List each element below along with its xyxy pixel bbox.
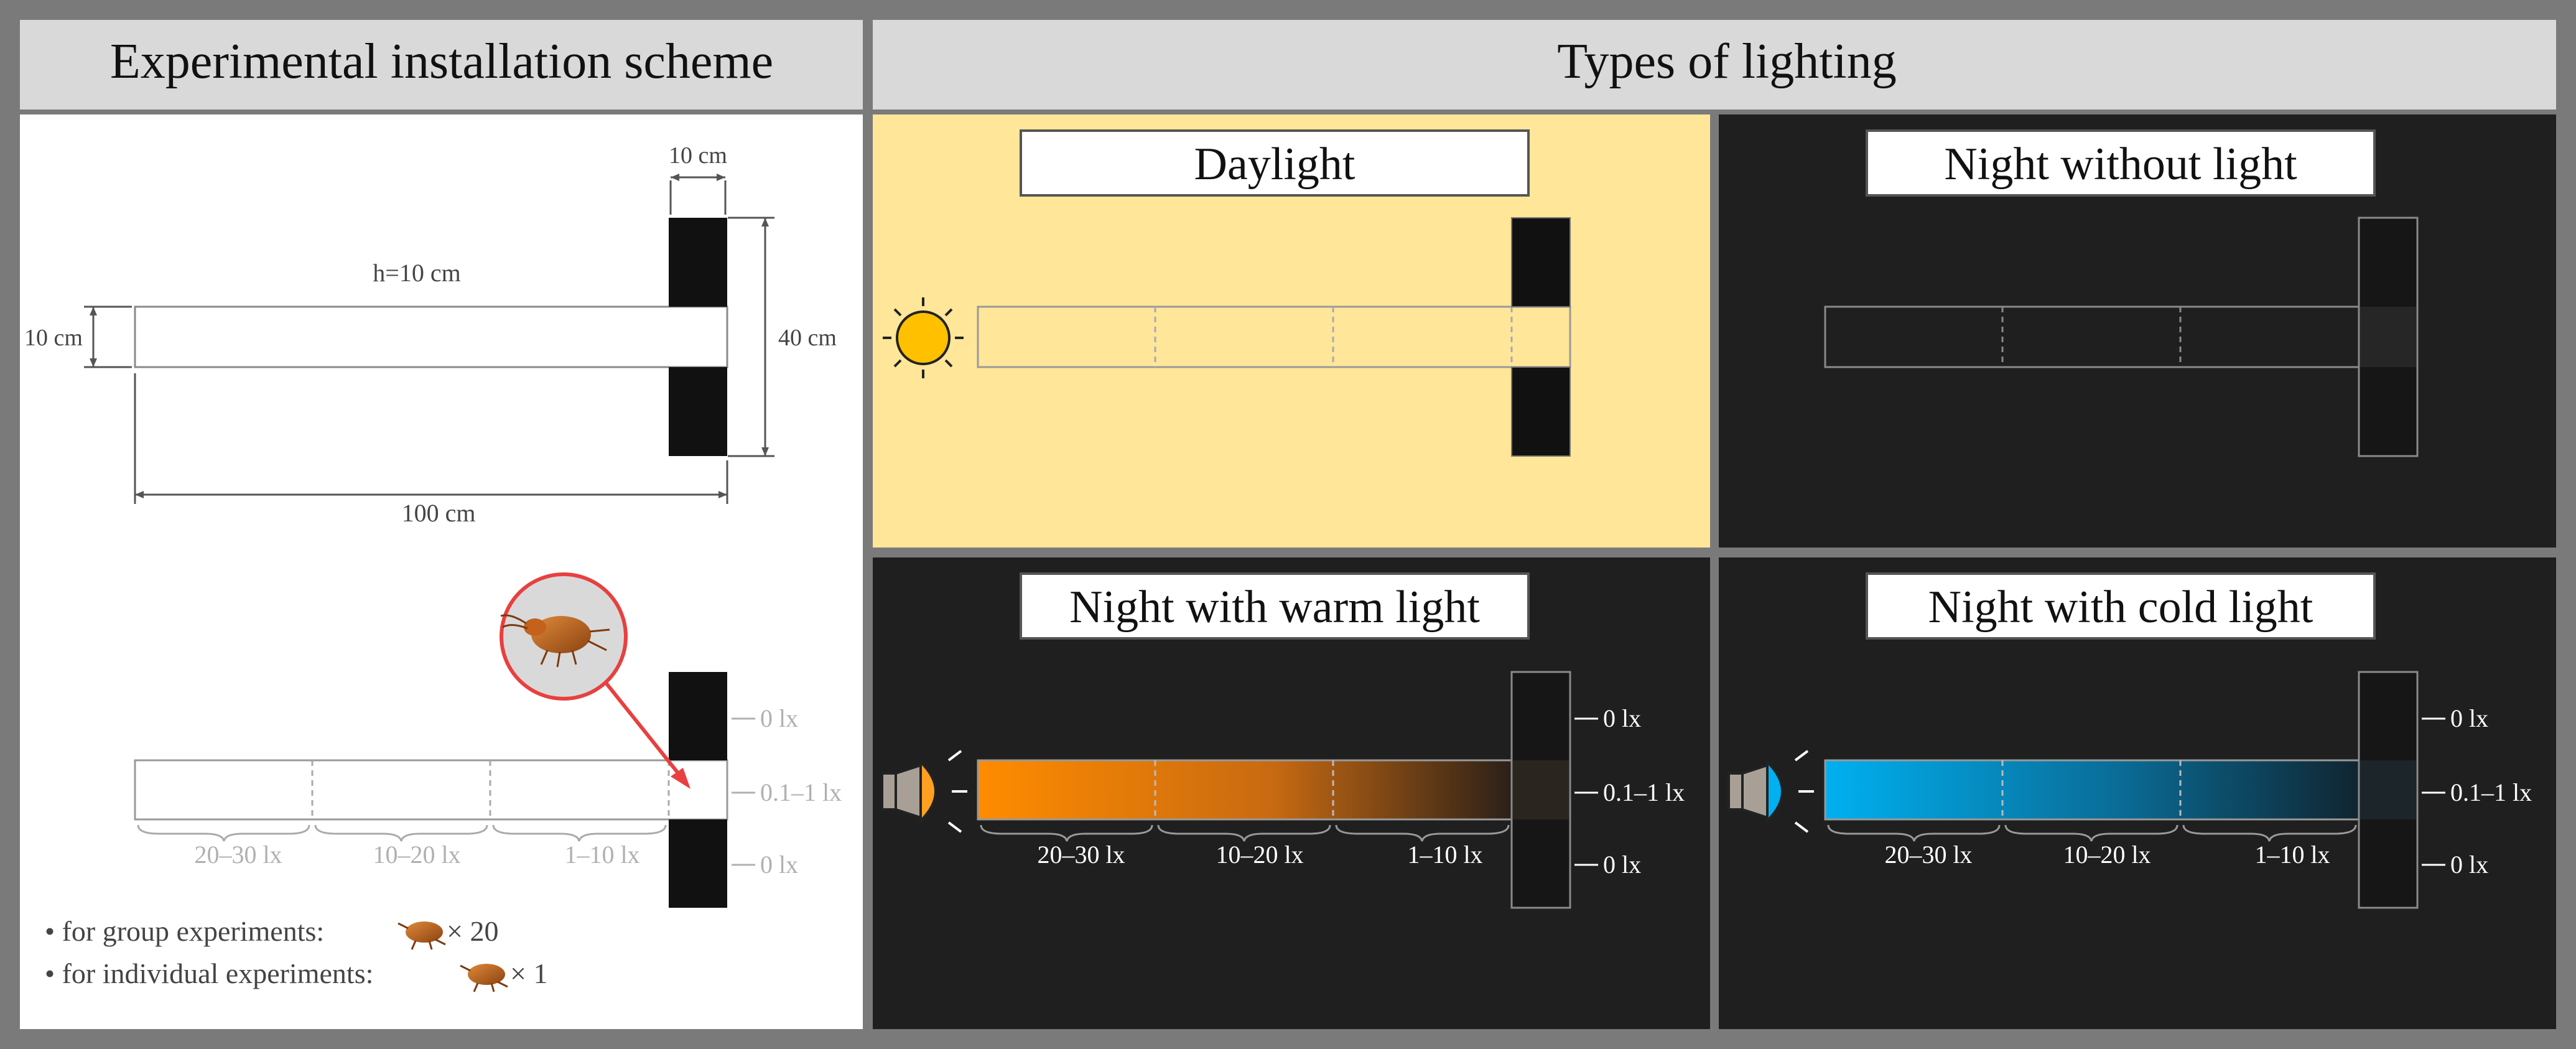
night-cold-diagram: Night with cold light 20–30 lx 10–20 lx … xyxy=(1727,572,2532,909)
warm-lamp-icon xyxy=(881,750,967,833)
warm-gradient-arm xyxy=(978,760,1512,819)
cold-cap-label-1: 0 lx xyxy=(2450,704,2488,732)
night-no-light-title: Night without light xyxy=(1944,139,2297,190)
note-group-multiplier: × 20 xyxy=(447,915,498,947)
dim-cap-length-label: 40 cm xyxy=(778,325,837,351)
cold-cap-label-2: 0.1–1 lx xyxy=(2450,778,2532,806)
cold-cap-label-3: 0 lx xyxy=(2450,851,2488,879)
night-no-light-arm xyxy=(1824,305,2419,368)
night-warm-title: Night with warm light xyxy=(1069,582,1480,633)
scheme-zones-diagram: 20–30 lx 10–20 lx 1–10 lx 0 lx 0.1–1 lx … xyxy=(45,572,842,992)
cap-label-1: 0 lx xyxy=(760,704,798,732)
header-right xyxy=(873,20,2556,110)
zone-label-1: 20–30 lx xyxy=(194,841,282,869)
amphipod-image xyxy=(500,614,610,668)
dimension-arrows xyxy=(90,174,769,498)
cap-tick-marks xyxy=(732,717,755,866)
zones-arm xyxy=(134,759,728,821)
callout-arrow-head xyxy=(671,768,690,789)
warm-zone-label-3: 1–10 lx xyxy=(1407,841,1482,869)
note-individual: • for individual experiments: xyxy=(45,958,373,989)
scheme-top-diagram: h=10 cm 10 cm 40 cm 10 cm 100 cm xyxy=(24,142,837,527)
cold-gradient-arm xyxy=(1825,760,2359,819)
note-group: • for group experiments: xyxy=(45,915,324,947)
night-warm-title-box xyxy=(1020,572,1530,640)
night-no-light-title-box xyxy=(1866,129,2376,197)
dim-arm-length-label: 100 cm xyxy=(402,499,476,527)
cap-bottom xyxy=(669,367,727,456)
zone-label-3: 1–10 lx xyxy=(564,841,639,869)
daylight-diagram: Daylight xyxy=(883,129,1571,457)
arm-outline xyxy=(134,305,728,368)
header-left xyxy=(20,20,863,110)
note-individual-multiplier: × 1 xyxy=(510,958,547,989)
daylight-title: Daylight xyxy=(1194,139,1355,190)
cold-zone-label-1: 20–30 lx xyxy=(1884,841,1972,869)
cap-label-3: 0 lx xyxy=(760,851,798,879)
sun-icon xyxy=(883,297,964,378)
header-left-title: Experimental installation scheme xyxy=(110,34,773,89)
cold-lamp-icon xyxy=(1727,750,1814,833)
warm-cap-label-2: 0.1–1 lx xyxy=(1603,778,1685,806)
dim-height-label: h=10 cm xyxy=(373,259,460,287)
warm-zone-label-1: 20–30 lx xyxy=(1037,841,1125,869)
cold-zone-label-2: 10–20 lx xyxy=(2063,841,2151,869)
night-cold-title: Night with cold light xyxy=(1928,582,2313,633)
cap-top xyxy=(669,218,727,307)
night-no-light-diagram: Night without light xyxy=(1824,129,2419,457)
daylight-title-box xyxy=(1020,129,1530,197)
amphipod-icon-group xyxy=(398,921,446,950)
zones-braces xyxy=(137,824,667,842)
warm-cap-label-3: 0 lx xyxy=(1603,851,1641,879)
header-right-title: Types of lighting xyxy=(1557,34,1896,89)
cap-label-2: 0.1–1 lx xyxy=(760,778,842,806)
zones-cap-top xyxy=(669,672,727,760)
night-cold-title-box xyxy=(1866,572,2376,640)
dim-cap-width-label: 10 cm xyxy=(669,142,727,169)
zones-cap-bottom xyxy=(669,819,727,908)
dimension-lines xyxy=(84,176,774,504)
warm-zone-label-2: 10–20 lx xyxy=(1216,841,1303,869)
daylight-arm xyxy=(977,305,1571,368)
amphipod-icon-individual xyxy=(460,964,508,992)
cold-zone-label-3: 1–10 lx xyxy=(2254,841,2330,869)
zone-label-2: 10–20 lx xyxy=(373,841,460,869)
callout-arrow-line xyxy=(600,677,686,782)
warm-cap-label-1: 0 lx xyxy=(1603,704,1641,732)
night-warm-diagram: Night with warm light 20–30 lx 10–20 lx … xyxy=(881,572,1685,909)
dim-arm-width-label: 10 cm xyxy=(24,325,83,351)
scheme-panel xyxy=(20,114,863,1029)
